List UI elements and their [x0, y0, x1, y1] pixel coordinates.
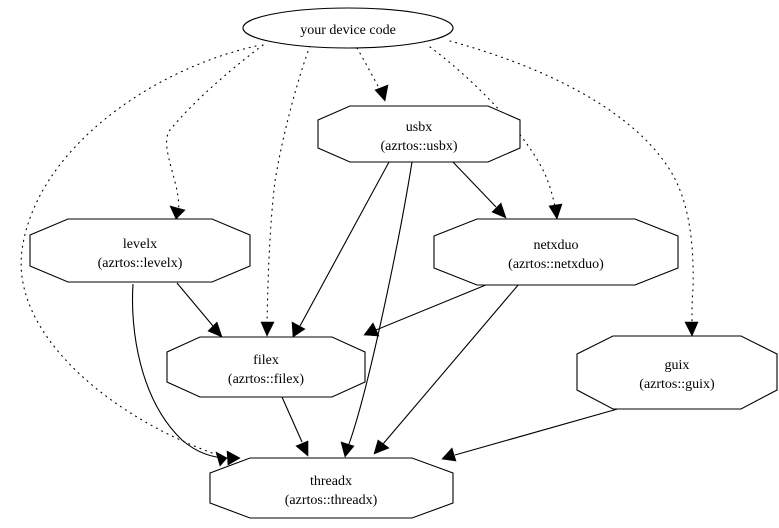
edge-device-to-usbx: [356, 47, 389, 102]
node-layer: your device code usbx (azrtos::usbx) lev…: [29, 7, 778, 519]
node-label-usbx-name: usbx: [406, 120, 432, 135]
node-usbx[interactable]: usbx (azrtos::usbx): [317, 105, 521, 163]
node-label-netxduo-namespace: (azrtos::netxduo): [508, 257, 604, 272]
node-threadx[interactable]: threadx (azrtos::threadx): [209, 457, 454, 519]
node-filex[interactable]: filex (azrtos::filex): [166, 336, 366, 398]
edge-netxduo-to-threadx: [373, 283, 520, 455]
edge-netxduo-to-filex: [363, 279, 499, 337]
node-label-levelx-name: levelx: [123, 237, 157, 252]
node-label-usbx-namespace: (azrtos::usbx): [381, 139, 458, 154]
edge-levelx-to-threadx: [132, 283, 241, 466]
edge-device-to-netxduo: [429, 46, 563, 220]
edge-device-to-threadx: [20, 45, 257, 467]
node-your-device-code[interactable]: your device code: [242, 7, 454, 49]
node-label-threadx-namespace: (azrtos::threadx): [285, 493, 378, 508]
node-guix[interactable]: guix (azrtos::guix): [576, 335, 778, 410]
node-shape-guix: [576, 335, 778, 410]
edge-layer: [20, 40, 699, 467]
edge-usbx-to-threadx: [340, 161, 413, 458]
edge-device-to-filex: [260, 45, 311, 337]
edge-usbx-to-netxduo: [451, 160, 507, 219]
node-label-guix-name: guix: [665, 358, 690, 373]
node-shape-device: [242, 7, 454, 49]
edge-filex-to-threadx: [281, 396, 309, 457]
node-label-device: your device code: [300, 23, 396, 38]
node-shape-netxduo: [433, 218, 679, 286]
node-label-guix-namespace: (azrtos::guix): [639, 377, 715, 392]
node-label-levelx-namespace: (azrtos::levelx): [98, 256, 183, 271]
node-label-netxduo-name: netxduo: [533, 238, 578, 253]
edge-usbx-to-filex: [291, 161, 390, 338]
node-shape-filex: [166, 336, 366, 398]
node-shape-usbx: [317, 105, 521, 163]
edge-device-to-levelx: [166, 44, 264, 220]
edge-guix-to-threadx: [441, 407, 622, 462]
node-label-threadx-name: threadx: [310, 474, 352, 489]
edge-levelx-to-filex: [176, 282, 223, 338]
node-label-filex-name: filex: [253, 353, 279, 368]
edge-device-to-guix: [449, 40, 699, 337]
node-levelx[interactable]: levelx (azrtos::levelx): [29, 218, 251, 283]
node-label-filex-namespace: (azrtos::filex): [228, 372, 305, 387]
node-shape-threadx: [209, 457, 454, 519]
node-shape-levelx: [29, 218, 251, 283]
node-netxduo[interactable]: netxduo (azrtos::netxduo): [433, 218, 679, 286]
